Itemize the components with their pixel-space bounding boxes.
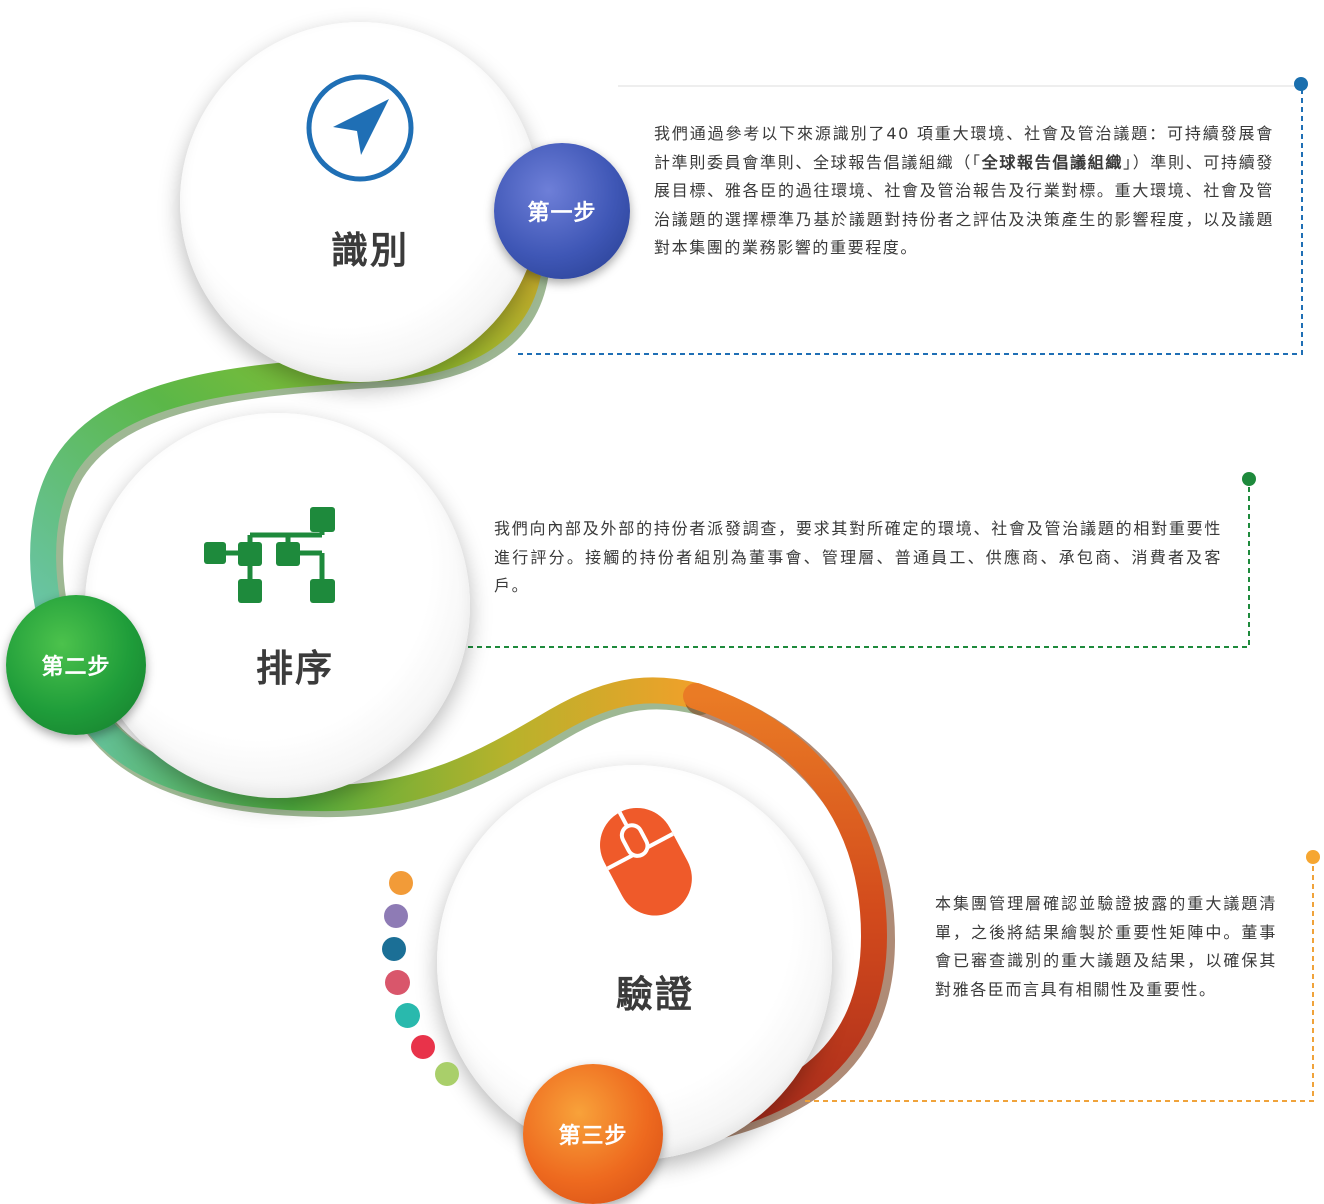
step1-circle (180, 22, 540, 382)
step3-description: 本集團管理層確認並驗證披露的重大議題清單，之後將結果繪製於重要性矩陣中。董事會已… (935, 890, 1277, 1004)
description-segment: 全球報告倡議組織 (981, 152, 1124, 172)
decor-dot (411, 1035, 435, 1059)
computer-mouse-icon (600, 807, 692, 916)
step3-dashed-bracket (805, 850, 1320, 1102)
step3-badge: 第三步 (523, 1064, 663, 1204)
step3-title: 驗證 (616, 973, 694, 1016)
description-segment: 」）準則、可持續發展目標、雅各臣的過往環境、社會及管治報告及行業對標。重大環境、… (654, 152, 1274, 258)
step2-dashed-bracket (468, 472, 1256, 648)
step2-badge: 第二步 (6, 595, 146, 735)
step1-title: 識別 (331, 229, 409, 272)
step3-marker-dot (1306, 850, 1320, 864)
step2-description: 我們向內部及外部的持份者派發調查，要求其對所確定的環境、社會及管治議題的相對重要… (494, 515, 1222, 601)
step1-dashed-bracket (518, 77, 1308, 355)
connector-ribbon (30, 245, 896, 1153)
decor-dot (435, 1062, 459, 1086)
step1-description: 我們通過參考以下來源識別了40 項重大環境、社會及管治議題：可持續發展會計準則委… (654, 120, 1274, 263)
step2-circle (85, 413, 470, 798)
decor-dot (389, 871, 413, 895)
decor-dot (384, 904, 408, 928)
step2-marker-dot (1242, 472, 1256, 486)
description-segment: 本集團管理層確認並驗證披露的重大議題清單，之後將結果繪製於重要性矩陣中。董事會已… (935, 894, 1277, 999)
step1-badge: 第一步 (494, 143, 630, 279)
description-segment: 我們通過參考以下來源識別了40 項重大環境、社會及管治議題：可持續發展會計準則委… (654, 124, 1274, 172)
decor-dot (382, 937, 406, 961)
step1-marker-dot (1294, 77, 1308, 91)
decor-dot (395, 1003, 420, 1028)
description-segment: 我們向內部及外部的持份者派發調查，要求其對所確定的環境、社會及管治議題的相對重要… (494, 519, 1222, 595)
hierarchy-tree-icon (204, 507, 335, 603)
step2-title: 排序 (256, 647, 334, 690)
navigation-arrow-icon (306, 74, 414, 182)
decor-dot (385, 970, 410, 995)
